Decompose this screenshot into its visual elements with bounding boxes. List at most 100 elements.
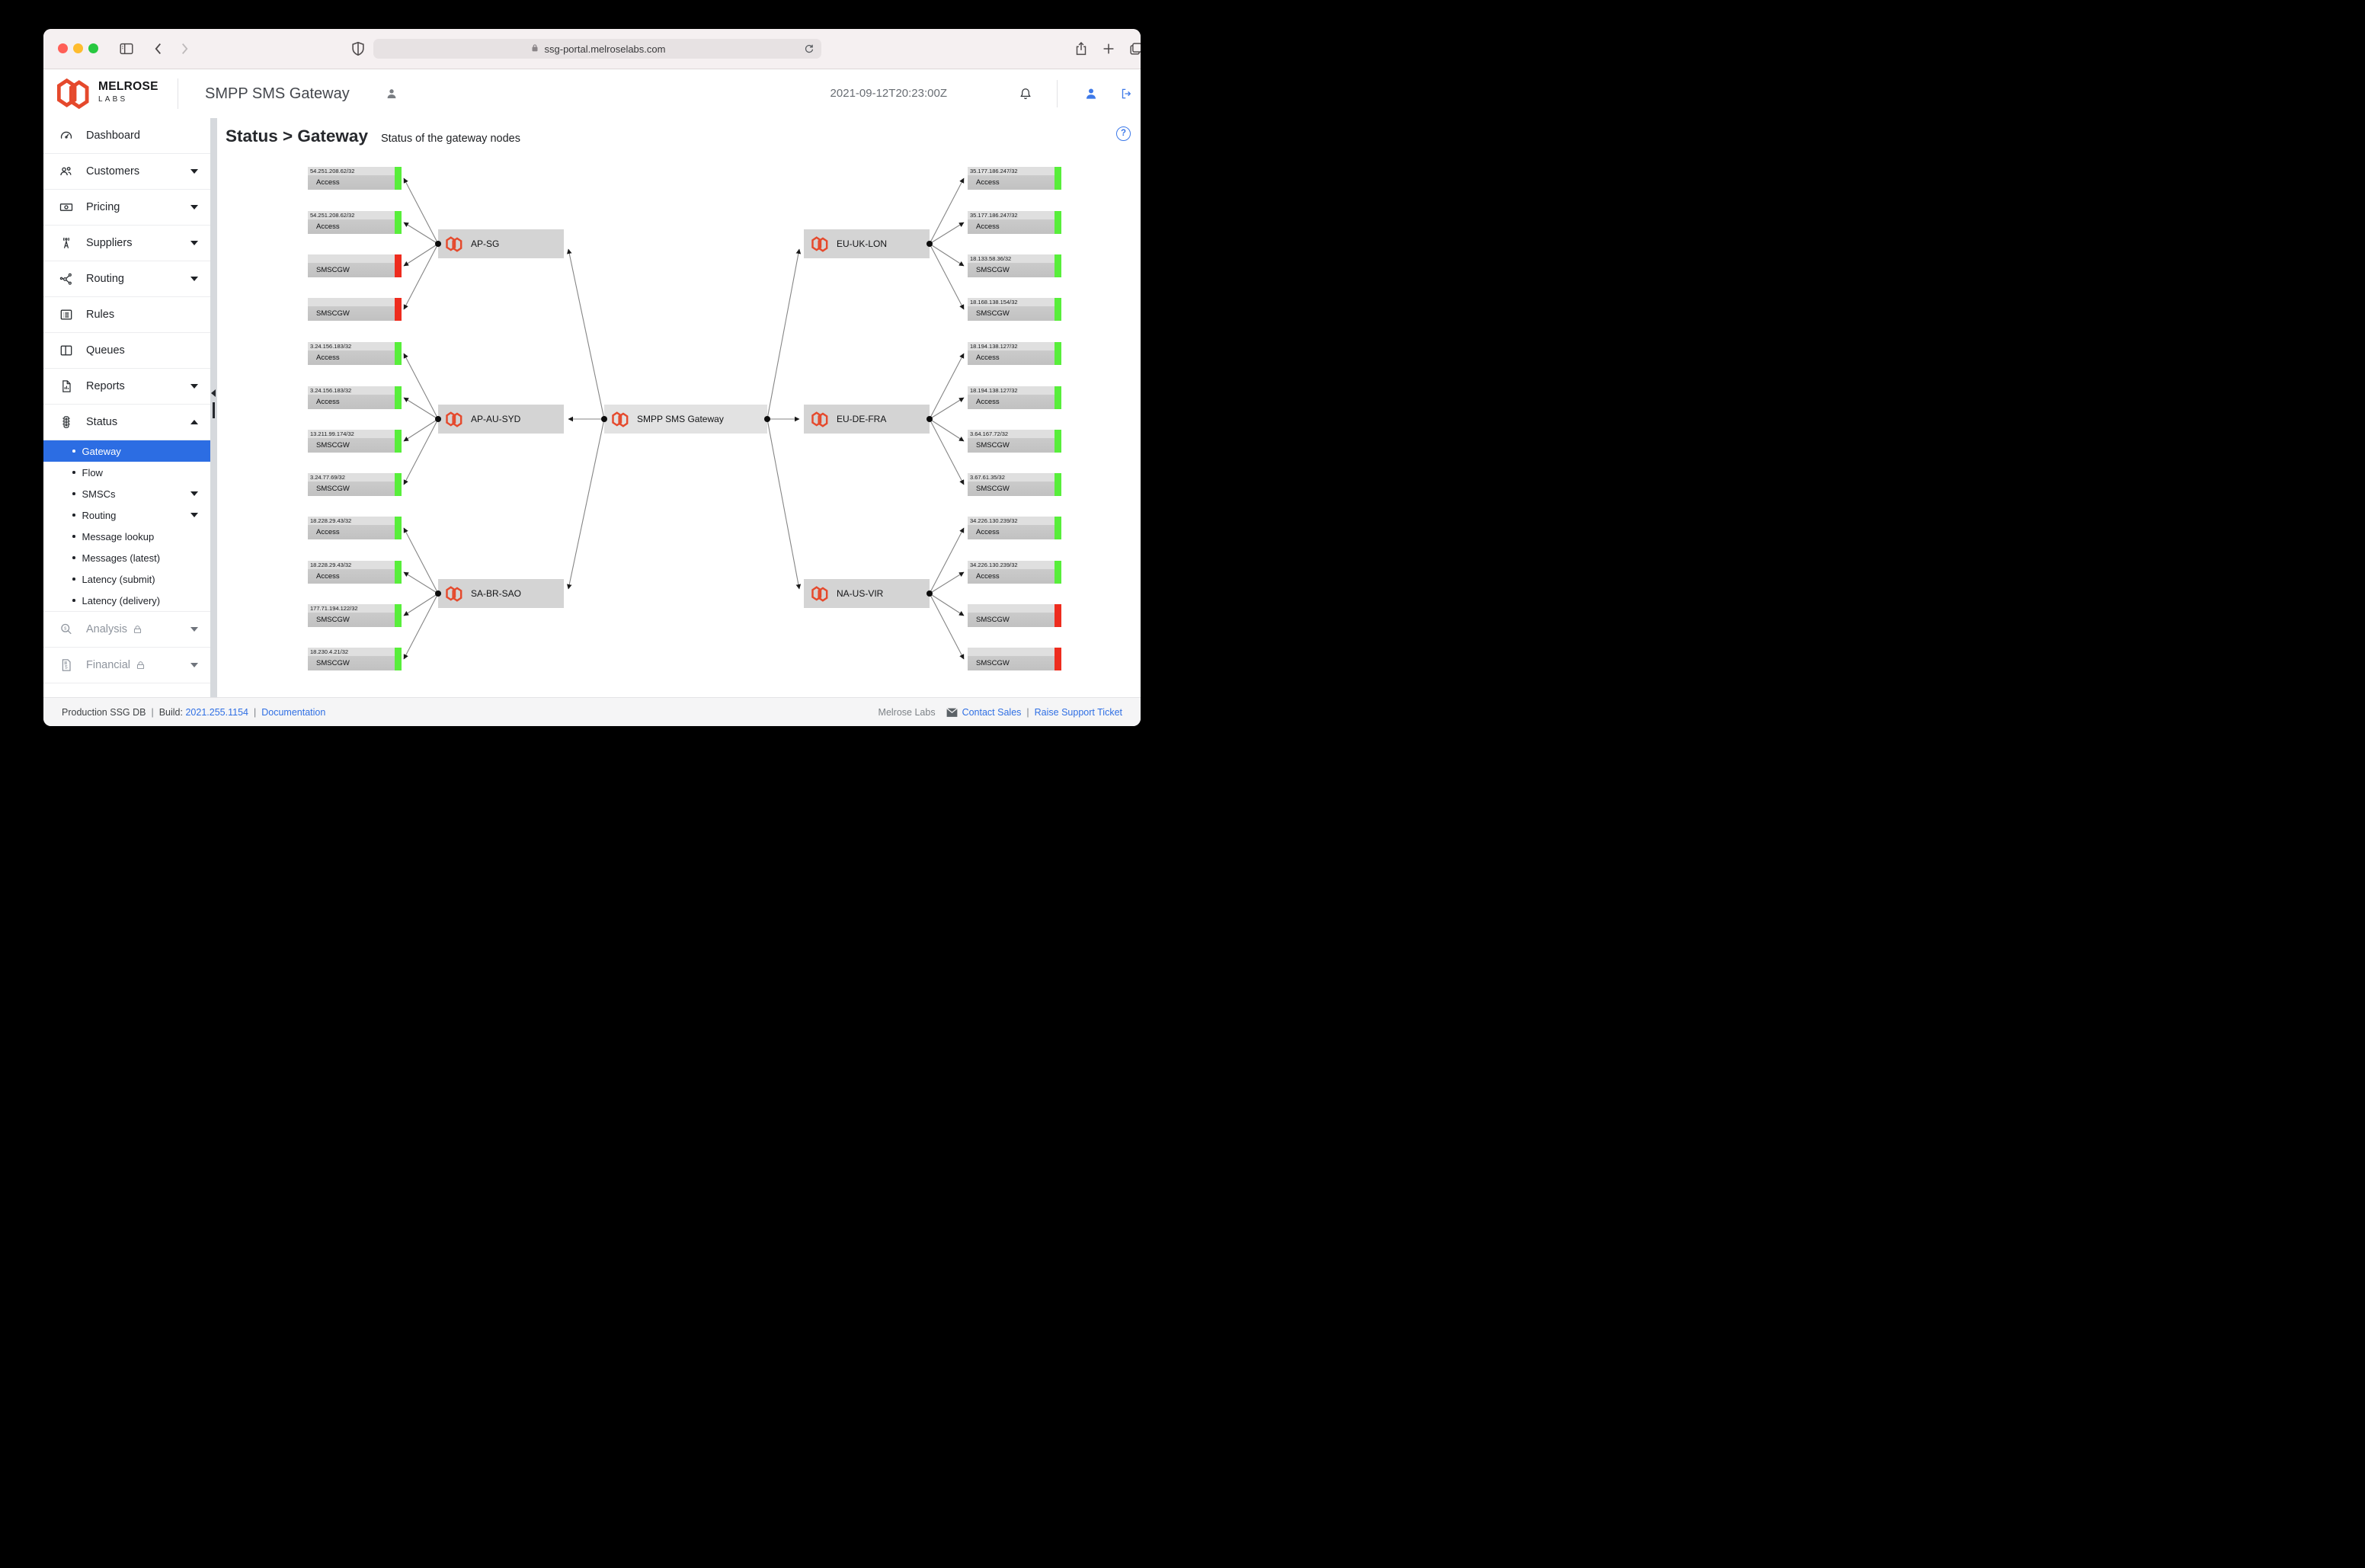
sidebar-subitem-smscs[interactable]: SMSCs [43,483,210,504]
leaf-ip [968,648,1054,656]
file-chart-icon [59,379,74,394]
leaf-node[interactable]: SMSCGW [968,604,1061,627]
tab-overview-icon[interactable] [1128,40,1141,57]
leaf-label: SMSCGW [316,441,350,450]
zoom-window-button[interactable] [88,43,98,53]
reload-icon[interactable] [802,42,816,56]
sidebar-subitem-flow[interactable]: Flow [43,462,210,483]
sidebar-item-rules[interactable]: Rules [43,297,210,333]
help-icon[interactable]: ? [1116,126,1131,141]
sidebar-item-status[interactable]: Status [43,405,210,440]
region-node-ap-au-syd[interactable]: AP-AU-SYD [438,405,564,434]
minimize-window-button[interactable] [73,43,83,53]
collapse-left-icon[interactable] [211,389,216,397]
bullet-icon [72,599,75,602]
documentation-link[interactable]: Documentation [261,706,326,718]
footer-separator: | [1026,706,1029,718]
page-subtitle: Status of the gateway nodes [380,133,520,145]
status-submenu: Gateway Flow SMSCs Routing [43,440,210,612]
account-icon[interactable] [1083,86,1099,101]
leaf-label: Access [316,354,340,362]
sidebar-subitem-gateway[interactable]: Gateway [43,440,210,462]
leaf-label: Access [976,178,1000,187]
leaf-node[interactable]: SMSCGW [308,298,402,321]
leaf-status-bar [1054,473,1061,496]
build-link[interactable]: 2021.255.1154 [185,706,248,718]
leaf-node[interactable]: SMSCGW [308,254,402,277]
leaf-ip: 34.226.130.239/32 [968,517,1054,525]
sidebar-item-customers[interactable]: Customers [43,154,210,190]
leaf-status-bar [1054,604,1061,627]
raise-support-ticket-link[interactable]: Raise Support Ticket [1034,706,1122,718]
region-node-ap-sg[interactable]: AP-SG [438,229,564,258]
leaf-status-bar [1054,386,1061,409]
gateway-center-node[interactable]: SMPP SMS Gateway [604,405,767,434]
new-tab-icon[interactable] [1100,40,1117,57]
sidebar-subitem-message-lookup[interactable]: Message lookup [43,526,210,547]
sidebar-subitem-latency-submit[interactable]: Latency (submit) [43,568,210,590]
chevron-down-icon [190,513,198,517]
sidebar-item-financial[interactable]: $ Financial [43,648,210,683]
region-node-na-us-vir[interactable]: NA-US-VIR [804,579,930,608]
region-label: NA-US-VIR [837,588,884,599]
sidebar-item-label: Routing [86,273,124,285]
sidebar-subitem-messages-latest[interactable]: Messages (latest) [43,547,210,568]
contact-sales-link[interactable]: Contact Sales [962,706,1022,718]
url-field[interactable]: ssg-portal.melroselabs.com [373,39,821,59]
sidebar-item-suppliers[interactable]: Suppliers [43,226,210,261]
region-node-eu-de-fra[interactable]: EU-DE-FRA [804,405,930,434]
sidebar-subitem-label: Messages (latest) [82,552,161,564]
leaf-ip: 177.71.194.122/32 [308,604,395,613]
leaf-node[interactable]: SMSCGW [968,648,1061,670]
share-icon[interactable] [1073,40,1090,57]
bullet-icon [72,450,75,453]
leaf-ip: 18.168.138.154/32 [968,298,1054,306]
sidebar-subitem-routing[interactable]: Routing [43,504,210,526]
sidebar-toggle-icon[interactable] [118,40,135,57]
sidebar-subitem-latency-delivery[interactable]: Latency (delivery) [43,590,210,611]
sidebar-item-routing[interactable]: Routing [43,261,210,297]
privacy-shield-icon[interactable] [350,40,366,57]
leaf-status-bar [395,342,402,365]
chevron-down-icon [190,384,198,389]
notifications-bell-icon[interactable] [1018,86,1033,101]
sidebar-item-analysis[interactable]: $ Analysis [43,612,210,648]
session-user-icon[interactable] [385,87,398,101]
forward-icon[interactable] [176,40,193,57]
sidebar-collapse-strip[interactable] [210,118,217,697]
invoice-icon: $ [59,658,74,673]
chevron-down-icon [190,491,198,496]
sidebar-item-queues[interactable]: Queues [43,333,210,369]
leaf-ip [968,604,1054,613]
back-icon[interactable] [150,40,167,57]
sidebar-item-reports[interactable]: Reports [43,369,210,405]
sidebar-item-dashboard[interactable]: Dashboard [43,118,210,154]
region-node-sa-br-sao[interactable]: SA-BR-SAO [438,579,564,608]
diagram-edges [403,178,965,660]
logout-icon[interactable] [1119,87,1133,101]
close-window-button[interactable] [58,43,68,53]
scroll-thumb[interactable] [213,402,215,418]
sidebar-item-pricing[interactable]: Pricing [43,190,210,226]
region-node-eu-uk-lon[interactable]: EU-UK-LON [804,229,930,258]
